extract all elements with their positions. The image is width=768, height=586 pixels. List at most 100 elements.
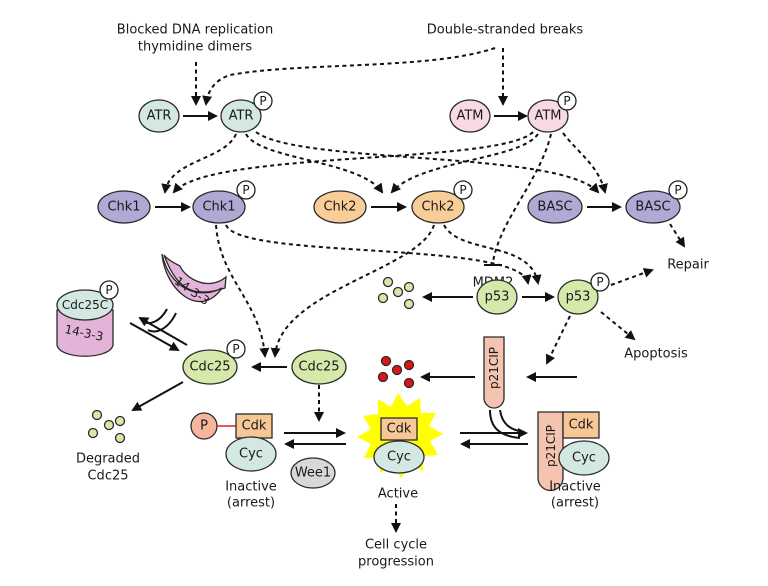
node-chk2-phospho bbox=[411, 190, 465, 224]
node-cdk-arrest-label: Cdk bbox=[569, 418, 594, 433]
node-cdc25 bbox=[291, 349, 347, 385]
trigger-thymidine-label: thymidine dimers bbox=[138, 40, 252, 55]
arrow-p53-to-repair bbox=[610, 268, 654, 286]
phospho-icon bbox=[226, 339, 246, 359]
node-chk2-label: Chk2 bbox=[323, 200, 356, 215]
node-wee1-label: Wee1 bbox=[295, 466, 331, 481]
phospho-icon bbox=[668, 180, 688, 200]
node-p53-phospho bbox=[557, 279, 599, 315]
phospho-label: P bbox=[459, 183, 466, 197]
phospho-label: P bbox=[563, 94, 570, 108]
node-cyc-inactive bbox=[225, 436, 277, 472]
node-p53-label: p53 bbox=[485, 290, 510, 305]
node-cdk-arrest bbox=[562, 411, 600, 439]
outcome-degraded-cdc25-label: Cdc25 bbox=[87, 469, 128, 484]
node-p21cip bbox=[483, 336, 505, 409]
phospho-label: P bbox=[232, 342, 239, 356]
node-cyc-arrest bbox=[558, 440, 610, 476]
phospho-label: P bbox=[674, 183, 681, 197]
node-14-3-3-bound bbox=[56, 309, 114, 357]
node-atm-phospho-label: ATM bbox=[534, 109, 561, 124]
node-cdc25c-label: Cdc25C bbox=[62, 298, 108, 312]
node-cyc-active bbox=[373, 440, 425, 474]
node-p53-phospho-label: p53 bbox=[566, 290, 591, 305]
arrow-atm-to-chk2 bbox=[390, 133, 539, 194]
inactive-left-arrest-label: (arrest) bbox=[227, 496, 275, 511]
node-atr-phospho-label: ATR bbox=[229, 109, 254, 124]
arrow-14-3-3-binding-curve bbox=[142, 308, 168, 325]
phospho-label: P bbox=[259, 94, 266, 108]
arrow-p21-binding-curve bbox=[489, 409, 521, 439]
node-atr bbox=[138, 99, 180, 133]
arrow-complex-to-cdc25 bbox=[129, 322, 180, 351]
inactive-left-label: Inactive bbox=[225, 480, 277, 495]
inactive-right-arrest-label: (arrest) bbox=[551, 496, 599, 511]
phospho-icon bbox=[453, 180, 473, 200]
outcome-repair-label: Repair bbox=[667, 258, 709, 273]
arrow-atm-to-chk1 bbox=[172, 131, 534, 194]
node-atm bbox=[449, 99, 491, 133]
degraded-cdc25-dots bbox=[87, 409, 126, 444]
node-p21cip-bound-label: p21CIP bbox=[544, 425, 558, 467]
node-p-inhibitory-label: P bbox=[200, 419, 208, 434]
node-cyc-active-label: Cyc bbox=[387, 450, 411, 465]
phospho-label: P bbox=[105, 283, 112, 297]
node-cdc25-label: Cdc25 bbox=[298, 360, 339, 375]
arrow-chk2-to-p53 bbox=[443, 224, 542, 285]
node-cdk-inactive bbox=[235, 413, 273, 439]
outcome-degraded-label: Degraded bbox=[76, 452, 140, 467]
node-14-3-3-free bbox=[163, 254, 227, 293]
active-label: Active bbox=[378, 487, 418, 502]
phospho-icon bbox=[557, 91, 577, 111]
trigger-dsb-label: Double-stranded breaks bbox=[427, 23, 584, 38]
arrow-p53-to-apoptosis bbox=[600, 311, 636, 341]
node-p53 bbox=[476, 279, 518, 315]
node-chk1 bbox=[97, 190, 151, 224]
arrow-14-3-3-binding-curve-2 bbox=[147, 312, 177, 333]
arrow-atr-to-basc bbox=[255, 131, 600, 194]
node-chk2-phospho-label: Chk2 bbox=[421, 200, 454, 215]
arrow-chk1-to-cdc25 bbox=[215, 224, 270, 358]
node-cyc-arrest-label: Cyc bbox=[572, 451, 596, 466]
node-basc-phospho-label: BASC bbox=[635, 200, 670, 215]
arrow-p53-to-p21 bbox=[546, 315, 571, 365]
outcome-apoptosis-label: Apoptosis bbox=[624, 347, 688, 362]
progression-line2-label: progression bbox=[358, 555, 434, 570]
node-chk1-phospho bbox=[192, 190, 246, 224]
phospho-icon bbox=[236, 180, 256, 200]
node-cdk-active-label: Cdk bbox=[387, 422, 412, 437]
node-atm-phospho bbox=[527, 99, 569, 133]
node-cyc-inactive-label: Cyc bbox=[239, 447, 263, 462]
arrow-chk2-to-cdc25 bbox=[270, 224, 435, 358]
node-chk1-phospho-label: Chk1 bbox=[202, 200, 235, 215]
degraded-red-dots bbox=[377, 355, 415, 389]
node-cdc25c bbox=[56, 289, 114, 321]
node-14-3-3-free-body bbox=[161, 253, 223, 303]
phospho-label: P bbox=[596, 275, 603, 289]
phospho-icon bbox=[253, 91, 273, 111]
node-cdk-inactive-label: Cdk bbox=[242, 419, 267, 434]
arrow-dsb-to-atr bbox=[202, 47, 496, 106]
node-cdc25-phospho bbox=[182, 349, 238, 385]
node-cdk-active bbox=[380, 417, 418, 441]
arrow-cdc25-degradation bbox=[131, 381, 184, 411]
node-atr-phospho bbox=[220, 99, 262, 133]
phospho-icon bbox=[99, 280, 119, 300]
node-basc-label: BASC bbox=[537, 200, 572, 215]
node-p21cip-label: p21CIP bbox=[487, 347, 501, 389]
node-chk1-label: Chk1 bbox=[107, 200, 140, 215]
arrow-basc-to-repair bbox=[669, 223, 686, 248]
node-atr-label: ATR bbox=[147, 109, 172, 124]
progression-label: Cell cycle bbox=[365, 538, 427, 553]
node-chk2 bbox=[313, 190, 367, 224]
degraded-p53-dots bbox=[377, 276, 415, 310]
node-basc-phospho bbox=[625, 190, 681, 224]
node-basc bbox=[527, 190, 583, 224]
phospho-icon bbox=[590, 272, 610, 292]
arrow-atr-to-chk1 bbox=[161, 133, 237, 194]
inactive-right-label: Inactive bbox=[549, 480, 601, 495]
arrow-p21-binding-curve-2 bbox=[499, 409, 525, 433]
node-p21cip-bound bbox=[537, 411, 564, 492]
node-cdc25-phospho-label: Cdc25 bbox=[189, 360, 230, 375]
